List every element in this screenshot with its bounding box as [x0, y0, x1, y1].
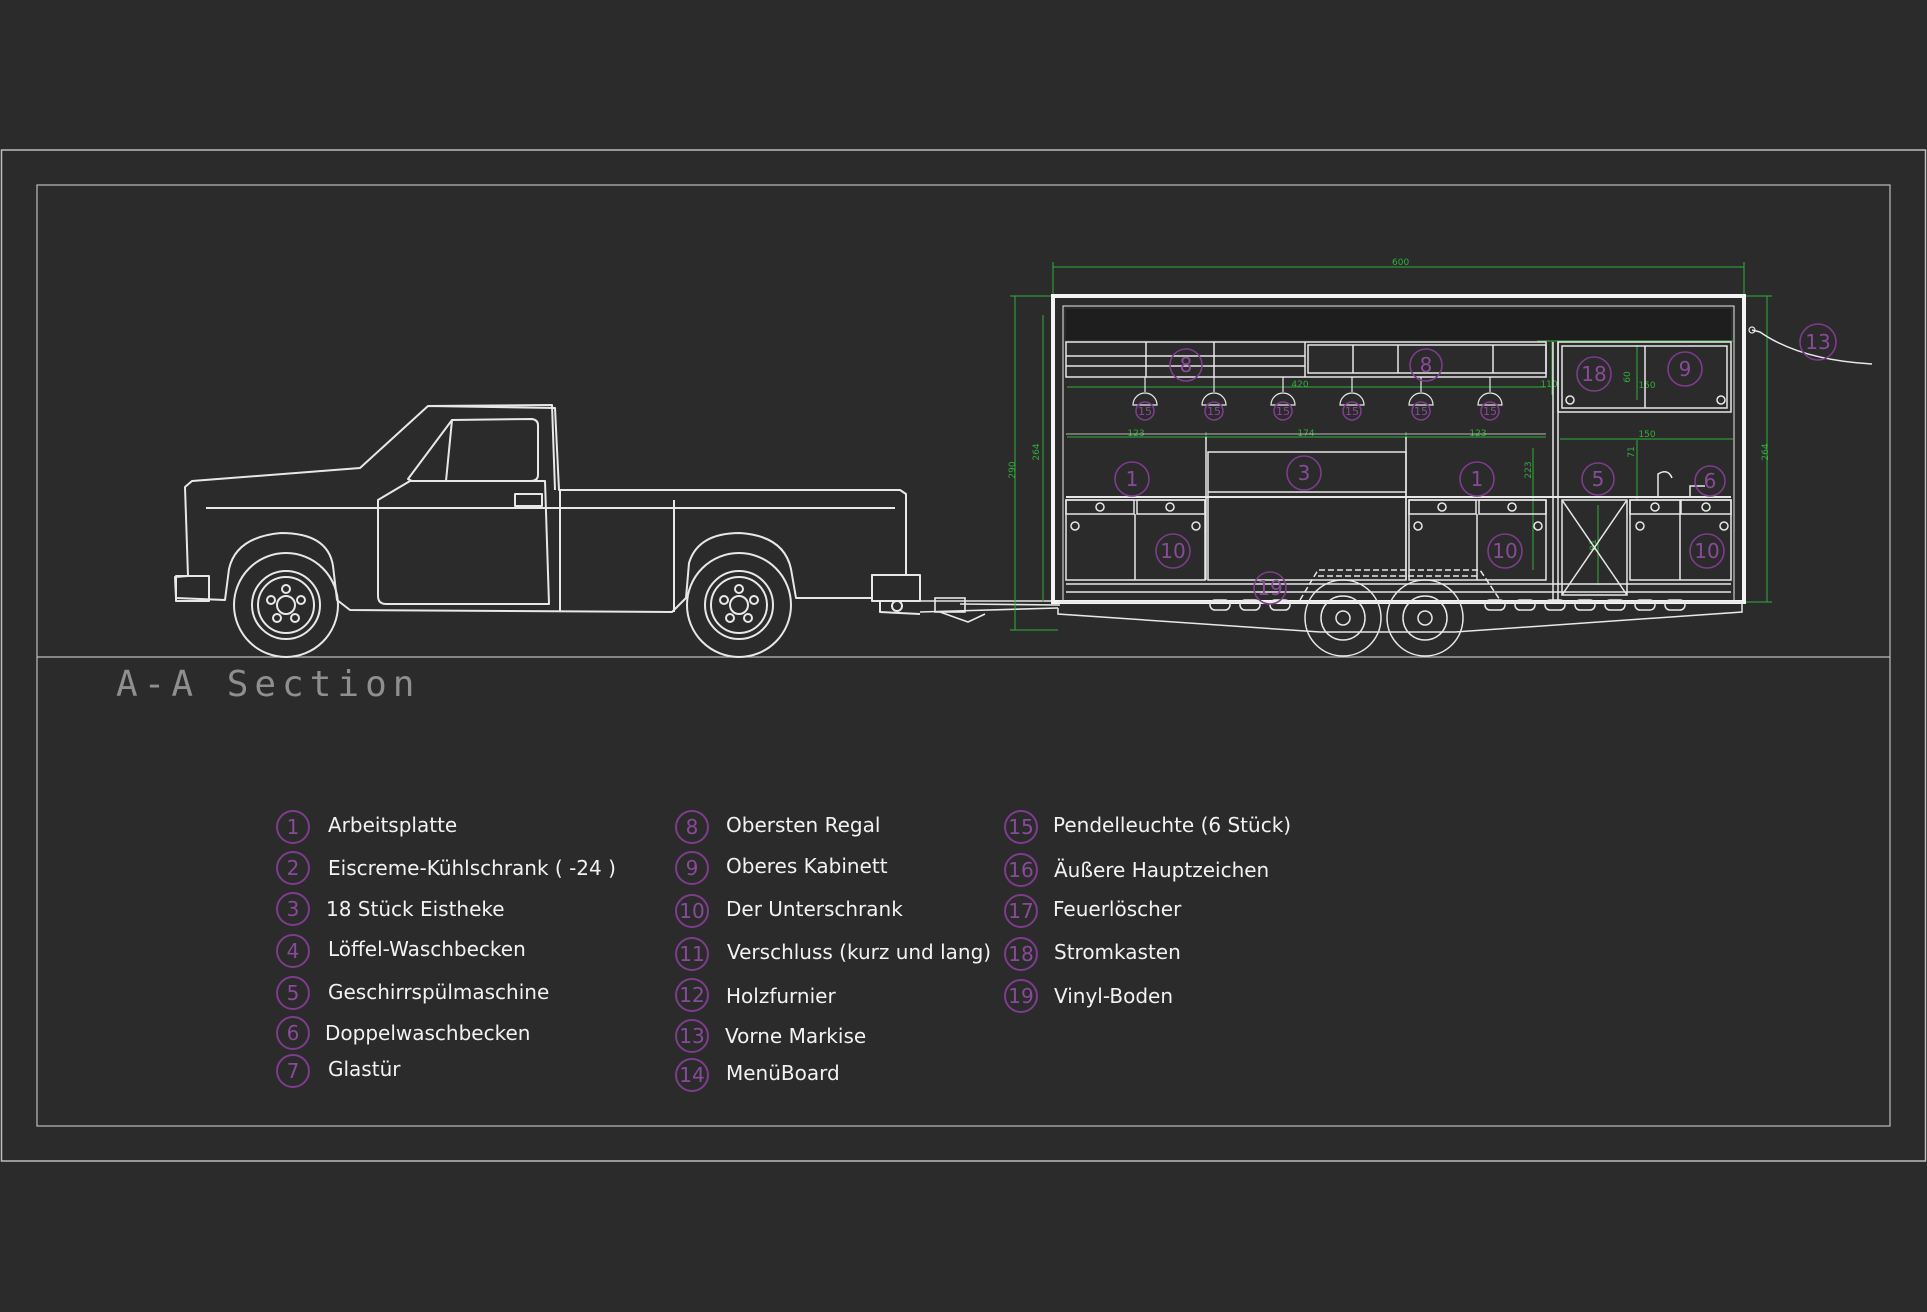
legend-num-1: 1: [276, 810, 310, 844]
dim-71: 71: [1627, 446, 1637, 457]
trailer-drawbar: [919, 597, 1061, 623]
callout-8a: 8: [1180, 353, 1193, 377]
legend-label-19: Vinyl-Boden: [1054, 984, 1174, 1008]
legend-num-10: 10: [675, 894, 709, 928]
dim-overall-width: 600: [1392, 258, 1409, 268]
legend-num-13: 13: [675, 1019, 709, 1053]
legend-num-2: 2: [276, 851, 310, 885]
legend-label-13: Vorne Markise: [725, 1024, 867, 1048]
callout-labels: 8 8 18 9 13 1 3 1 5 6 10 10 10 19: [1126, 330, 1831, 600]
legend-num-15: 15: [1004, 810, 1038, 844]
pendant-callout-labels: 15 15 15 15 15 15: [1138, 405, 1497, 418]
legend-label-11: Verschluss (kurz und lang): [727, 940, 992, 964]
truck-wheel-front: [233, 552, 339, 658]
callout-15d: 15: [1345, 405, 1359, 418]
legend-num-8: 8: [675, 810, 709, 844]
callout-9: 9: [1679, 357, 1692, 381]
callout-15e: 15: [1414, 405, 1428, 418]
callout-10b: 10: [1492, 539, 1517, 563]
callout-15a: 15: [1138, 405, 1152, 418]
legend-label-3: 18 Stück Eistheke: [326, 897, 505, 921]
callout-15b: 15: [1207, 405, 1221, 418]
callout-18: 18: [1581, 362, 1606, 386]
legend-num-16: 16: [1004, 853, 1038, 887]
trailer-chassis: [1057, 569, 1743, 633]
callout-10c: 10: [1694, 539, 1719, 563]
callouts: [1114, 323, 1837, 605]
legend-num-3: 3: [276, 892, 310, 926]
section-title: A-A Section: [116, 664, 421, 705]
legend-label-4: Löffel-Waschbecken: [328, 937, 526, 961]
legend-num-12: 12: [675, 978, 709, 1012]
callout-6: 6: [1704, 469, 1717, 493]
legend-num-17: 17: [1004, 894, 1038, 928]
legend-label-9: Oberes Kabinett: [726, 854, 888, 878]
legend-label-15: Pendelleuchte (6 Stück): [1053, 813, 1292, 837]
legend-num-6: 6: [276, 1016, 310, 1050]
legend-num-19: 19: [1004, 979, 1038, 1013]
legend-label-6: Doppelwaschbecken: [325, 1021, 531, 1045]
legend-num-9: 9: [675, 851, 709, 885]
legend-label-8: Obersten Regal: [726, 813, 881, 837]
dim-150-mid: 150: [1638, 430, 1655, 440]
legend-num-11: 11: [675, 937, 709, 971]
callout-1b: 1: [1471, 467, 1484, 491]
inner-border: [36, 184, 1891, 1127]
callout-8b: 8: [1420, 353, 1433, 377]
legend-label-16: Äußere Hauptzeichen: [1054, 858, 1270, 882]
trailer-body: [1051, 294, 1746, 604]
legend-num-4: 4: [276, 934, 310, 968]
callout-15f: 15: [1483, 405, 1497, 418]
legend-num-18: 18: [1004, 937, 1038, 971]
legend-label-2: Eiscreme-Kühlschrank ( -24 ): [328, 856, 616, 880]
callout-19: 19: [1257, 576, 1282, 600]
legend-label-17: Feuerlöscher: [1053, 897, 1182, 921]
dimension-lines: [1010, 262, 1772, 631]
callout-15c: 15: [1276, 405, 1290, 418]
dimension-text: 600 290 264 264 420 110 60 150 150 71 1 2…: [1008, 258, 1771, 551]
callout-3: 3: [1298, 461, 1311, 485]
dim-shelf-length: 420: [1291, 380, 1308, 390]
legend-num-14: 14: [675, 1058, 709, 1092]
dim-height-total: 290: [1008, 461, 1018, 478]
outer-border: [0, 149, 1927, 1162]
callout-10a: 10: [1160, 539, 1185, 563]
legend-label-5: Geschirrspülmaschine: [328, 980, 550, 1004]
legend-label-7: Glastür: [328, 1057, 401, 1081]
dim-cabinet-height: 110: [1540, 380, 1557, 390]
truck-wheel-rear: [686, 552, 792, 658]
legend-label-12: Holzfurnier: [726, 984, 836, 1008]
callout-5: 5: [1592, 467, 1605, 491]
legend-label-18: Stromkasten: [1054, 940, 1181, 964]
dim-81: 81: [1589, 539, 1599, 550]
legend-num-5: 5: [276, 976, 310, 1010]
legend-label-10: Der Unterschrank: [726, 897, 903, 921]
dim-150-top: 150: [1638, 381, 1655, 391]
legend-num-7: 7: [276, 1054, 310, 1088]
dim-height-inner: 264: [1032, 443, 1042, 460]
dim-height-right: 264: [1761, 443, 1771, 460]
callout-13: 13: [1805, 330, 1830, 354]
trailer-wheels: [1304, 579, 1464, 657]
pendant-lights: [1132, 377, 1503, 406]
legend-label-1: Arbeitsplatte: [328, 813, 458, 837]
dim-223: 223: [1524, 461, 1534, 478]
legend-label-14: MenüBoard: [726, 1061, 840, 1085]
callout-1a: 1: [1126, 467, 1139, 491]
dim-60: 60: [1623, 371, 1633, 383]
pickup-truck: [174, 404, 921, 615]
